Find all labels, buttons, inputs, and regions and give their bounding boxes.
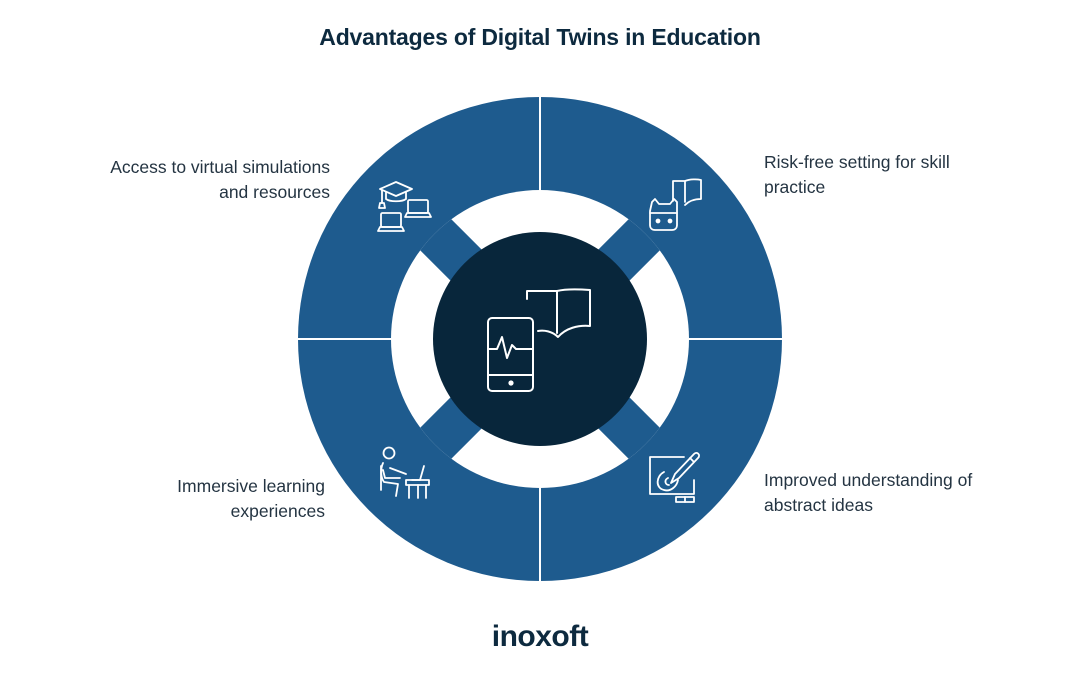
- segment-label-line: practice: [764, 177, 826, 197]
- robot-book-icon: [649, 178, 702, 231]
- page-title: Advantages of Digital Twins in Education: [319, 24, 761, 50]
- segment-label-bottom-right: Improved understanding of abstract ideas: [764, 468, 1044, 518]
- student-at-desk-icon: [380, 446, 430, 499]
- segment-label-line: Immersive learning: [177, 476, 325, 496]
- segment-label-top-left: Access to virtual simulations and resour…: [60, 155, 330, 205]
- segment-label-line: and resources: [219, 182, 330, 202]
- center-core: [433, 232, 647, 446]
- pen-tablet-drawing-icon: [649, 452, 700, 503]
- smartphone-and-open-book-icon: [487, 288, 591, 392]
- segment-label-bottom-left: Immersive learning experiences: [80, 474, 325, 524]
- graduation-cap-laptops-icon: [377, 181, 432, 232]
- segment-label-top-right: Risk-free setting for skill practice: [764, 150, 1024, 200]
- brand-logo: inoxoft: [491, 620, 589, 653]
- segment-label-line: abstract ideas: [764, 495, 873, 515]
- segment-label-line: Risk-free setting for skill: [764, 152, 950, 172]
- segment-label-line: experiences: [230, 501, 325, 521]
- segment-label-line: Access to virtual simulations: [110, 157, 330, 177]
- segment-label-line: Improved understanding of: [764, 470, 973, 490]
